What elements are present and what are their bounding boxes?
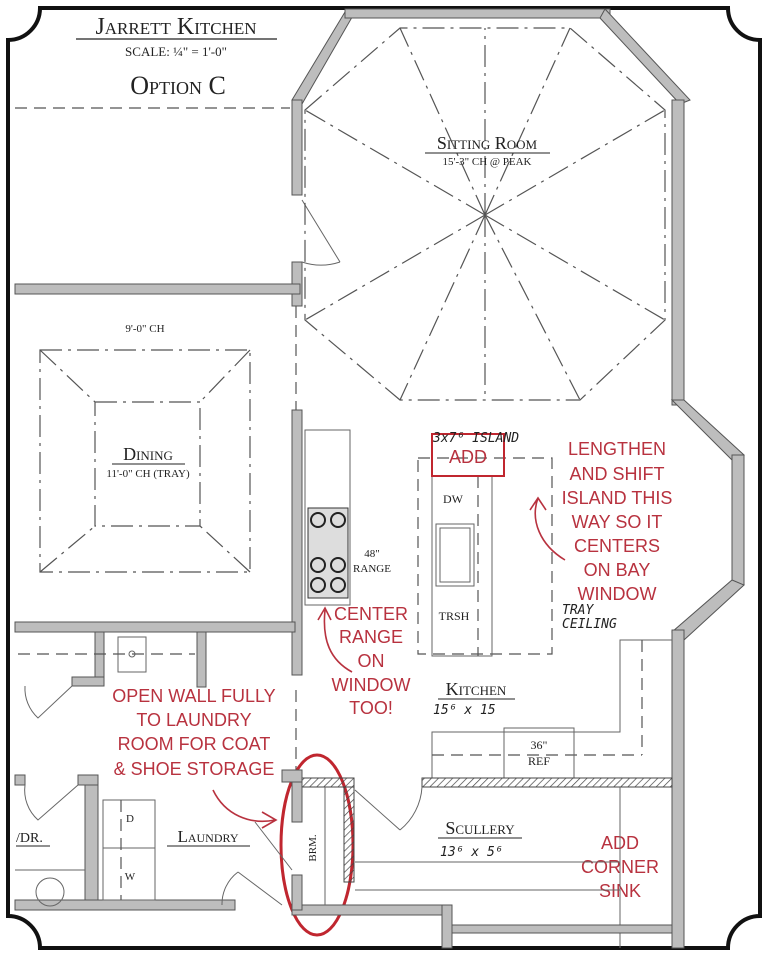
svg-text:AND SHIFT: AND SHIFT (569, 464, 664, 484)
svg-text:CENTERS: CENTERS (574, 536, 660, 556)
svg-text:WINDOW: WINDOW (578, 584, 657, 604)
kitchen-size: 15⁶ x 15 (433, 703, 496, 718)
svg-text:ISLAND THIS: ISLAND THIS (562, 488, 673, 508)
svg-text:RANGE: RANGE (339, 627, 403, 647)
sitting-room-ceiling-height: 15'-3" CH @ PEAK (442, 156, 531, 168)
svg-text:ON: ON (358, 651, 385, 671)
svg-text:CEILING: CEILING (562, 617, 617, 632)
dishwasher-label: DW (443, 492, 464, 506)
scullery-label: Scullery (445, 818, 515, 838)
svg-text:& SHOE STORAGE: & SHOE STORAGE (114, 759, 275, 779)
svg-text:WAY SO IT: WAY SO IT (572, 512, 663, 532)
sitting-room-ceiling (304, 27, 666, 401)
svg-text:ROOM FOR COAT: ROOM FOR COAT (118, 734, 271, 754)
island-note: 3x7⁶ ISLAND (432, 431, 519, 446)
refrigerator (503, 727, 575, 779)
laundry-label: Laundry (177, 827, 238, 846)
washer (102, 847, 156, 901)
svg-text:CENTER: CENTER (334, 604, 408, 624)
arrow-icon (212, 789, 278, 829)
dining-ceiling-height: 11'-0" CH (TRAY) (106, 468, 190, 480)
island-tray-outline (417, 457, 553, 655)
svg-text:ON BAY: ON BAY (584, 560, 651, 580)
tray-note: TRAY (562, 603, 594, 618)
range-burners-icon (307, 507, 349, 599)
range-size: 48" (364, 548, 380, 560)
option-label: Option C (130, 71, 226, 100)
kitchen-west-wall (291, 409, 303, 676)
open-wall-note: OPEN WALL FULLY TO LAUNDRY ROOM FOR COAT… (112, 686, 275, 779)
page-frame (6, 6, 762, 950)
arrow-icon (317, 606, 353, 673)
dining-upper-ceiling: 9'-0" CH (125, 323, 164, 335)
add-island-box (431, 433, 505, 477)
kitchen-label: Kitchen (446, 679, 507, 699)
wdr-label: /DR. (16, 831, 43, 846)
svg-text:D: D (126, 813, 134, 825)
svg-text:TOO!: TOO! (349, 698, 393, 718)
add-label: ADD (449, 447, 487, 467)
broom-label: BRM. (307, 834, 319, 861)
center-range-note: CENTER RANGE ON WINDOW TOO! (332, 604, 411, 718)
hatched-wall (421, 777, 673, 788)
plan-title: Jarrett Kitchen (95, 14, 256, 40)
svg-text:WINDOW: WINDOW (332, 675, 411, 695)
dining-window-wall (14, 283, 301, 295)
range-counter (304, 429, 351, 606)
lengthen-island-note: LENGTHEN AND SHIFT ISLAND THIS WAY SO IT… (562, 439, 673, 604)
scale-label: SCALE: ¼" = 1'-0" (125, 44, 227, 59)
svg-text:REF: REF (528, 754, 550, 768)
svg-text:TO LAUNDRY: TO LAUNDRY (136, 710, 251, 730)
dining-tray-ceiling (39, 349, 251, 573)
sitting-room-label: Sitting Room (437, 133, 538, 153)
svg-text:OPEN WALL FULLY: OPEN WALL FULLY (112, 686, 275, 706)
sink-icon (435, 523, 475, 587)
dining-label: Dining (123, 444, 173, 464)
arrow-icon (529, 496, 566, 561)
range-label: RANGE (353, 563, 391, 575)
sitting-room-walls (291, 8, 745, 949)
left-walls (14, 621, 303, 911)
trash-label: TRSH (439, 609, 470, 623)
scullery-size: 13⁶ x 5⁶ (440, 845, 503, 860)
svg-text:36": 36" (531, 738, 548, 752)
svg-text:W: W (125, 871, 136, 883)
svg-text:LENGTHEN: LENGTHEN (568, 439, 666, 459)
